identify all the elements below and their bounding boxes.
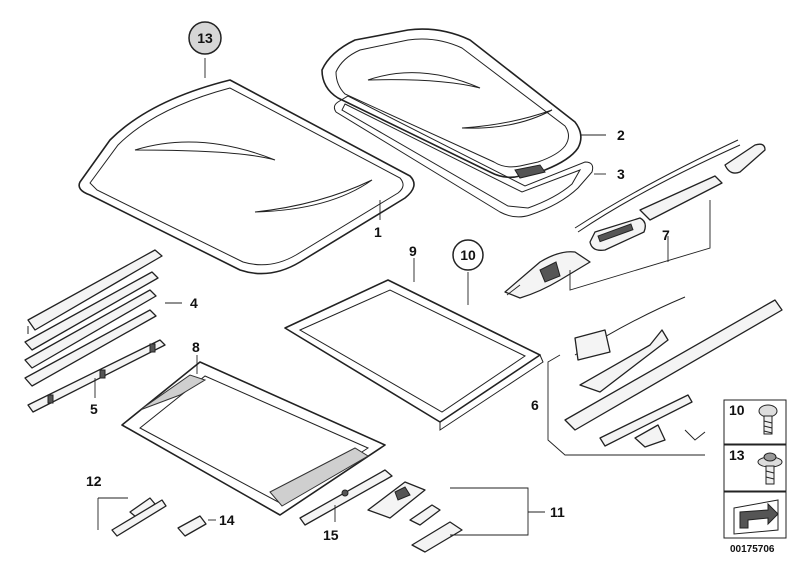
part-11-clips[interactable]: [367, 481, 463, 553]
screw-icon: [758, 404, 778, 435]
label-6: 6: [531, 397, 539, 413]
part-15-bracket[interactable]: [299, 469, 393, 526]
leader-7-bracket: [569, 200, 711, 291]
callout-circle-10: [452, 239, 484, 271]
part-4-seal-strips[interactable]: [24, 249, 163, 387]
label-11: 11: [550, 504, 565, 520]
label-14: 14: [219, 512, 235, 528]
leader-11-bracket: [450, 487, 529, 536]
part-13-glass-panel[interactable]: [78, 79, 415, 275]
label-2: 2: [617, 127, 625, 143]
legend-label-13: 13: [729, 447, 745, 463]
part-14-clip[interactable]: [177, 515, 207, 537]
fastener-legend: 10 13: [723, 399, 787, 539]
part-12-pieces[interactable]: [111, 497, 167, 537]
label-1: 1: [374, 224, 382, 240]
label-5: 5: [90, 401, 98, 417]
part-9-frame[interactable]: [284, 279, 544, 431]
part-6-mechanism[interactable]: [564, 296, 783, 448]
legend-label-10: 10: [729, 402, 745, 418]
part-8-sun-blind[interactable]: [121, 361, 386, 516]
label-13: 13: [197, 30, 213, 46]
label-10: 10: [460, 247, 476, 263]
label-9: 9: [409, 243, 417, 259]
part-5-strip[interactable]: [27, 339, 166, 413]
label-15: 15: [323, 527, 339, 543]
diagram-code: 00175706: [730, 544, 775, 555]
label-12: 12: [86, 473, 102, 489]
part-2-glass-panel[interactable]: [321, 28, 582, 179]
label-3: 3: [617, 166, 625, 182]
part-7-guide-rail[interactable]: [504, 139, 766, 299]
part-3-seal[interactable]: [333, 95, 594, 218]
panel-arrow-icon: [733, 499, 779, 535]
legend-box-13: [723, 444, 787, 492]
leader-6-bracket: [547, 354, 705, 456]
label-8: 8: [192, 339, 200, 355]
callout-circle-13: [188, 21, 222, 55]
label-7: 7: [662, 227, 670, 243]
bolt-with-washer-icon: [757, 452, 783, 485]
label-4: 4: [190, 295, 198, 311]
